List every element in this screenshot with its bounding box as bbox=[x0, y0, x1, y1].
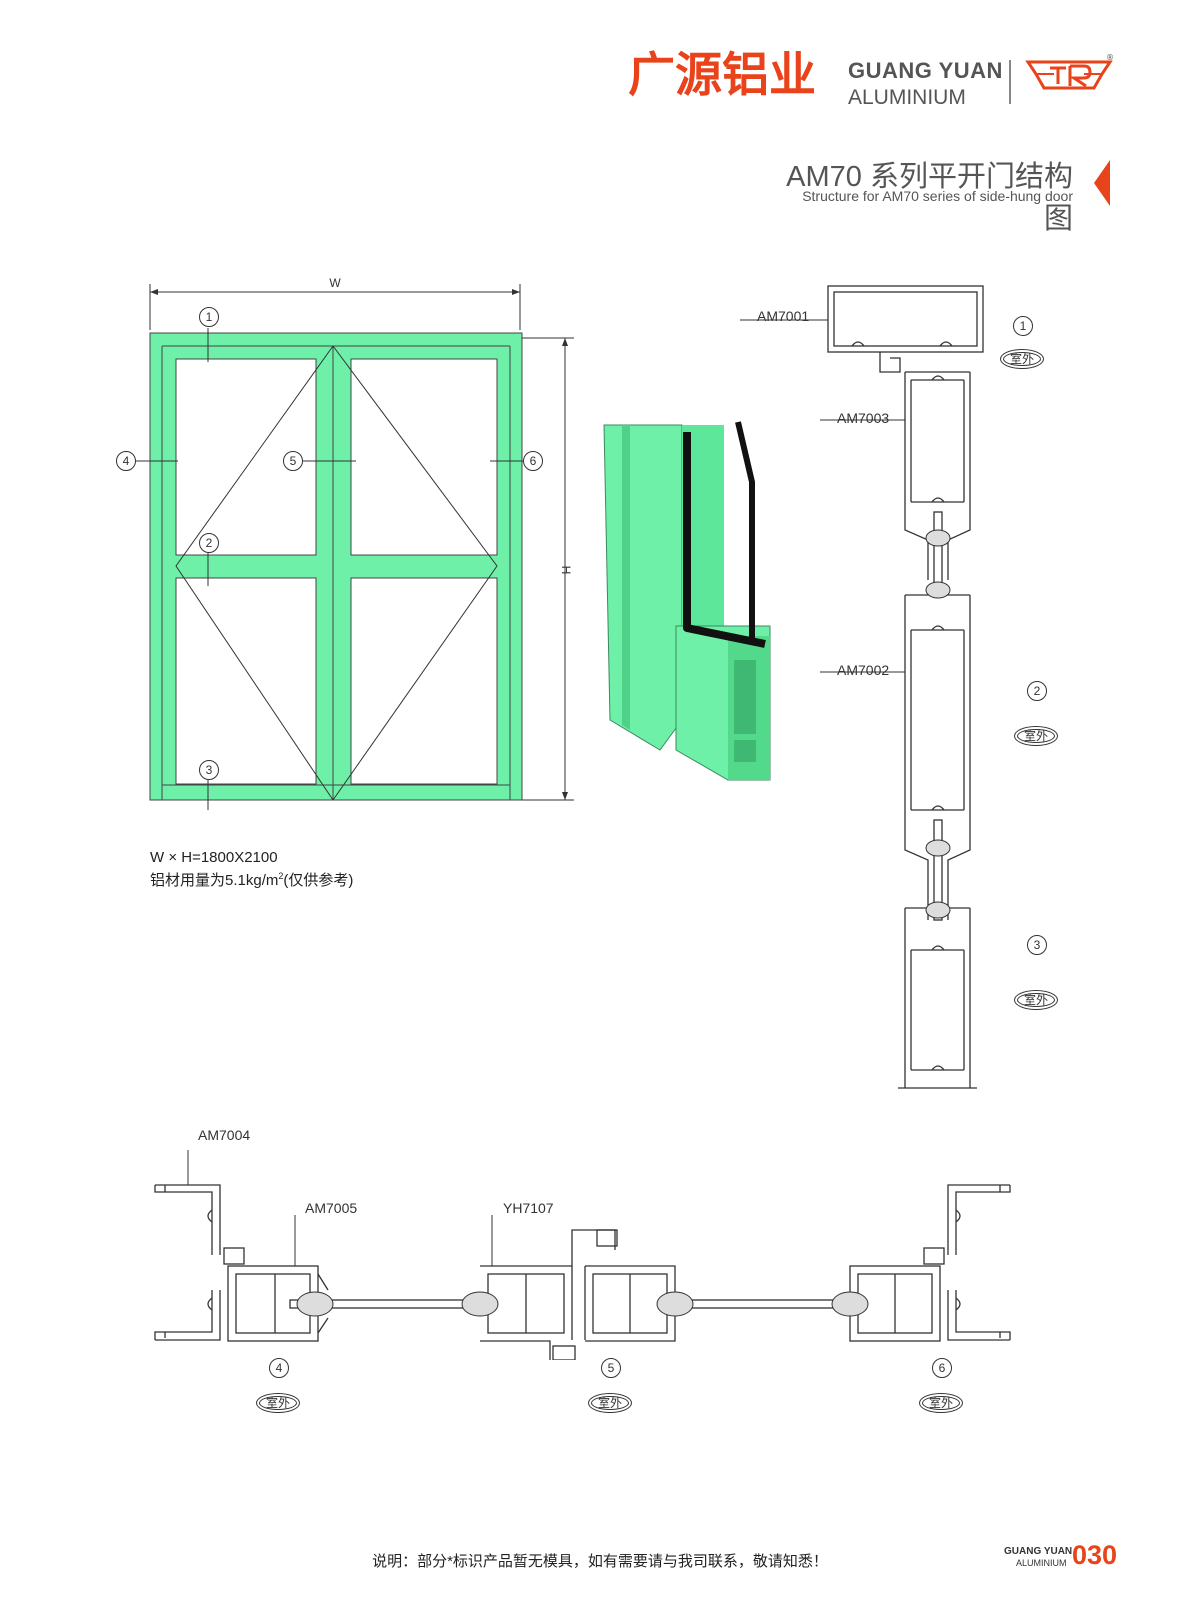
marker-6: 6 bbox=[523, 451, 543, 471]
profile-label-yh7107: YH7107 bbox=[503, 1200, 554, 1216]
outdoor-label: 室外 bbox=[256, 1393, 300, 1413]
marker-2: 2 bbox=[199, 533, 219, 553]
footer-brand-sub: ALUMINIUM bbox=[1016, 1558, 1067, 1568]
material-usage-spec: 铝材用量为5.1kg/m2(仅供参考) bbox=[150, 871, 354, 889]
outdoor-label: 室外 bbox=[1014, 726, 1058, 746]
footer-note: 说明：部分*标识产品暂无模具，如有需要请与我司联系，敬请知悉！ bbox=[372, 1553, 828, 1570]
marker-4: 4 bbox=[116, 451, 136, 471]
brand-name-en: GUANG YUAN bbox=[848, 58, 1003, 83]
outdoor-label: 室外 bbox=[1014, 990, 1058, 1010]
footer-brand: GUANG YUAN bbox=[1004, 1546, 1073, 1557]
outdoor-label: 室外 bbox=[588, 1393, 632, 1413]
marker-5: 5 bbox=[283, 451, 303, 471]
marker-2-section: 2 bbox=[1027, 681, 1047, 701]
height-label: H bbox=[559, 566, 573, 575]
profile-label-am7003: AM7003 bbox=[837, 410, 890, 426]
marker-3: 3 bbox=[199, 760, 219, 780]
marker-3-section: 3 bbox=[1027, 935, 1047, 955]
marker-1-section: 1 bbox=[1013, 316, 1033, 336]
marker-6-section: 6 bbox=[932, 1358, 952, 1378]
registered-mark: ® bbox=[1106, 53, 1114, 62]
title-marker-icon bbox=[1094, 160, 1110, 206]
marker-4-section: 4 bbox=[269, 1358, 289, 1378]
size-spec: W × H=1800X2100 bbox=[150, 849, 278, 866]
profile-label-am7001: AM7001 bbox=[757, 308, 810, 324]
outdoor-label: 室外 bbox=[1000, 349, 1044, 369]
page-number: 030 bbox=[1072, 1540, 1118, 1570]
vertical-section-drawing bbox=[740, 285, 984, 1089]
page-subtitle: Structure for AM70 series of side-hung d… bbox=[802, 188, 1073, 204]
profile-label-am7005: AM7005 bbox=[305, 1200, 358, 1216]
profile-label-am7004: AM7004 bbox=[198, 1127, 251, 1143]
width-label: W bbox=[329, 276, 341, 290]
profile-3d-corner-image bbox=[603, 421, 771, 781]
brand-name-cn: 广源铝业 bbox=[628, 48, 816, 103]
brand-divider bbox=[1009, 60, 1011, 104]
outdoor-label: 室外 bbox=[919, 1393, 963, 1413]
door-elevation-drawing: W H bbox=[135, 276, 574, 810]
brand-logo-icon: ® bbox=[1025, 53, 1114, 90]
profile-label-am7002: AM7002 bbox=[837, 662, 890, 678]
brand-subtitle-en: ALUMINIUM bbox=[848, 86, 966, 109]
page-title: AM70 系列平开门结构图 bbox=[786, 161, 1073, 235]
marker-5-section: 5 bbox=[601, 1358, 621, 1378]
horizontal-section-drawing bbox=[154, 1150, 1011, 1360]
marker-1: 1 bbox=[199, 307, 219, 327]
